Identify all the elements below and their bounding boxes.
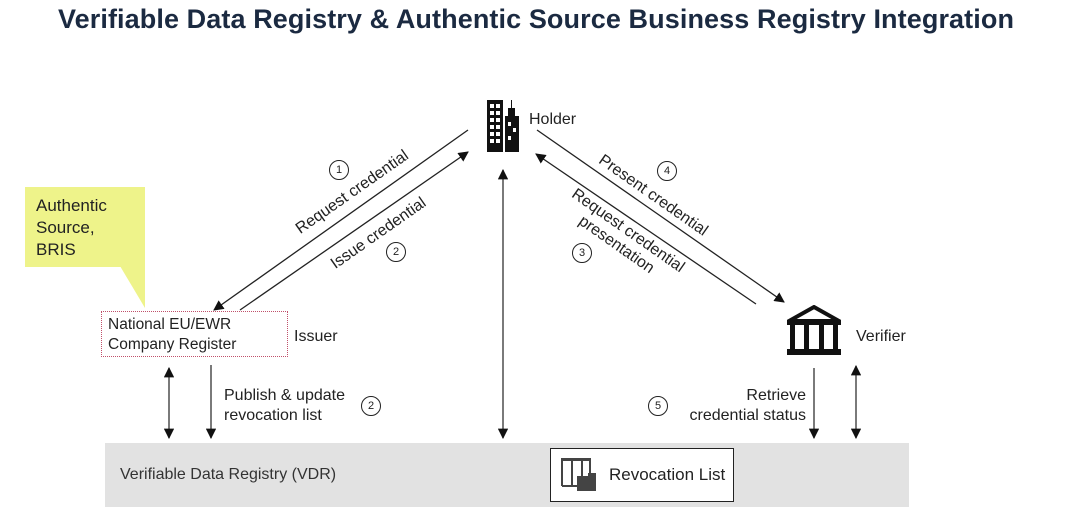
step-number-5: 5 <box>648 396 668 416</box>
verifier-label: Verifier <box>856 328 906 345</box>
office-buildings-icon <box>487 100 519 152</box>
holder-label: Holder <box>529 111 577 128</box>
step-number-1: 1 <box>329 160 349 180</box>
authentic-source-callout: Authentic Source, BRIS <box>25 187 145 267</box>
issuer-label: Issuer <box>294 328 338 345</box>
retrieve-status-line-2: credential status <box>689 407 806 424</box>
diagram-title: Verifiable Data Registry & Authentic Sou… <box>58 4 1015 34</box>
step-number-2-publish: 2 <box>361 396 381 416</box>
issue-credential-arrow <box>239 151 469 311</box>
issuer-box-line-1: National EU/EWR <box>108 316 232 333</box>
bank-building-icon <box>787 305 841 355</box>
vdr-band: Verifiable Data Registry (VDR) <box>105 443 909 507</box>
step-number-4: 4 <box>657 161 677 181</box>
callout-line-3: BRIS <box>36 240 76 259</box>
callout-line-1: Authentic <box>36 196 107 215</box>
publish-revocation-line-1: Publish & update <box>224 387 345 404</box>
present-credential-arrow <box>536 129 785 303</box>
retrieve-status-line-1: Retrieve <box>746 387 806 404</box>
revocation-list-box: Revocation List <box>550 448 734 502</box>
step-number-3: 3 <box>572 243 592 263</box>
issuer-box-line-2: Company Register <box>108 336 237 353</box>
callout-line-2: Source, <box>36 218 95 237</box>
vdr-label: Verifiable Data Registry (VDR) <box>120 466 337 483</box>
publish-revocation-label: Publish & update revocation list <box>224 386 345 426</box>
request-credential-arrow <box>213 129 469 311</box>
issuer-box: National EU/EWR Company Register <box>101 311 288 357</box>
request-presentation-arrow <box>535 153 757 305</box>
step-number-2-issue: 2 <box>386 242 406 262</box>
table-folder-icon <box>561 458 596 491</box>
publish-revocation-line-2: revocation list <box>224 407 322 424</box>
retrieve-status-label: Retrieve credential status <box>680 386 806 426</box>
revocation-list-label: Revocation List <box>609 465 726 484</box>
